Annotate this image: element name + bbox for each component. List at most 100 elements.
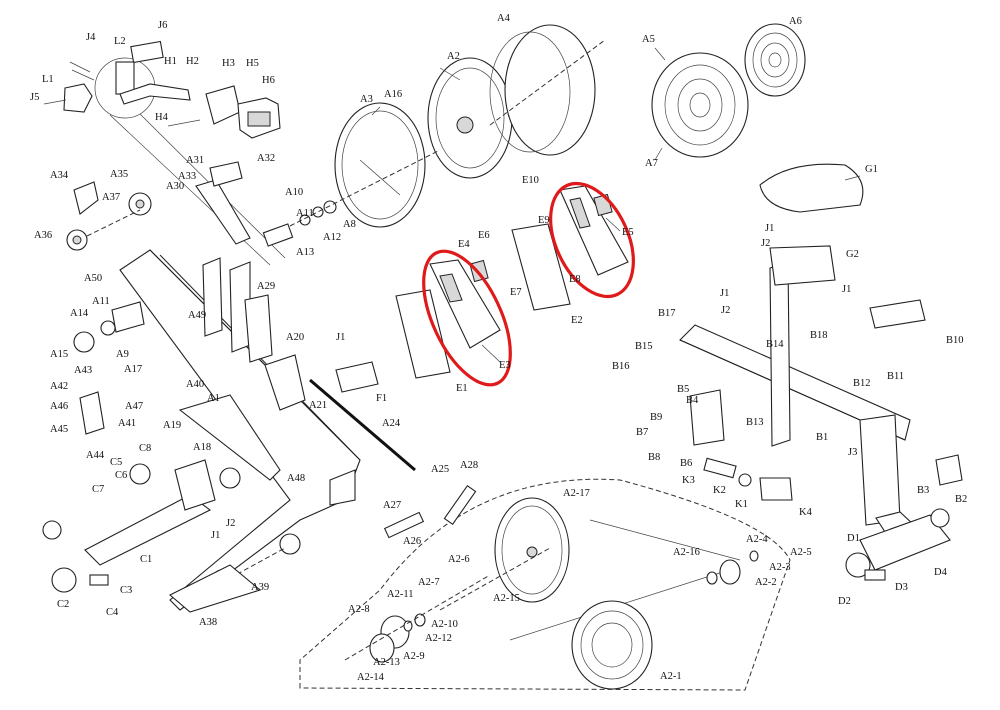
part-label-a2-15: A2-15 xyxy=(493,593,520,604)
part-label-a4: A4 xyxy=(497,13,511,24)
drive-belt xyxy=(309,378,416,472)
part-label-d3: D3 xyxy=(895,582,908,593)
part-label-c6: C6 xyxy=(115,470,127,481)
part-label-b3: B3 xyxy=(917,485,929,496)
part-label-a14: A14 xyxy=(70,308,89,319)
part-label-a2-8: A2-8 xyxy=(348,604,370,615)
part-label-e1: E1 xyxy=(456,383,468,394)
part-label-j1e: J1 xyxy=(720,288,729,299)
part-label-a27: A27 xyxy=(383,500,401,511)
part-label-a2-17: A2-17 xyxy=(563,488,590,499)
crank-plate-e2 xyxy=(511,223,571,311)
part-label-a2-5: A2-5 xyxy=(790,547,812,558)
fan-cover-a4 xyxy=(489,24,606,156)
highlight-pedal-e5 xyxy=(549,181,635,299)
part-label-a17: A17 xyxy=(124,364,142,375)
main-frame xyxy=(119,249,361,611)
part-label-a3: A3 xyxy=(360,94,373,105)
part-label-a2: A2 xyxy=(447,51,460,62)
part-label-h2: H2 xyxy=(186,56,199,67)
part-label-l1: L1 xyxy=(42,74,54,85)
part-label-a48: A48 xyxy=(287,473,305,484)
part-label-a12: A12 xyxy=(323,232,341,243)
part-label-a39: A39 xyxy=(251,582,269,593)
upper-wheels xyxy=(66,181,152,251)
part-label-c7: C7 xyxy=(92,484,104,495)
part-label-a2-16: A2-16 xyxy=(673,547,700,558)
part-label-b8: B8 xyxy=(648,452,660,463)
part-label-e7: E7 xyxy=(510,287,522,298)
part-label-b7: B7 xyxy=(636,427,648,438)
part-label-a18: A18 xyxy=(193,442,211,453)
axle-parts xyxy=(262,149,441,247)
part-label-a2-3: A2-3 xyxy=(769,562,791,573)
part-label-a47: A47 xyxy=(125,401,143,412)
shaft-a28 xyxy=(383,511,425,539)
part-label-a21: A21 xyxy=(309,400,327,411)
part-label-j1a: J1 xyxy=(765,223,774,234)
leader-lines xyxy=(371,47,861,363)
part-label-a2-11: A2-11 xyxy=(387,589,413,600)
part-label-e2: E2 xyxy=(571,315,583,326)
part-label-a36: A36 xyxy=(34,230,52,241)
part-label-a9: A9 xyxy=(116,349,129,360)
part-label-j2b: J2 xyxy=(226,518,235,529)
part-label-k1: K1 xyxy=(735,499,748,510)
part-label-a31: A31 xyxy=(186,155,204,166)
part-label-a34: A34 xyxy=(50,170,69,181)
part-label-a37: A37 xyxy=(102,192,120,203)
part-label-b14: B14 xyxy=(766,339,784,350)
part-label-a19: A19 xyxy=(163,420,181,431)
part-label-a16: A16 xyxy=(384,89,402,100)
part-label-j1c: J1 xyxy=(336,332,345,343)
part-label-a44: A44 xyxy=(86,450,105,461)
bumper-b2 xyxy=(935,454,963,486)
part-label-a20: A20 xyxy=(286,332,304,343)
part-label-a32: A32 xyxy=(257,153,275,164)
part-label-a7: A7 xyxy=(645,158,658,169)
part-label-j6: J6 xyxy=(158,20,167,31)
part-label-d4: D4 xyxy=(934,567,948,578)
part-label-a6: A6 xyxy=(789,16,802,27)
part-label-a43: A43 xyxy=(74,365,92,376)
fan-cover-a5 xyxy=(651,52,749,158)
part-label-e3: E3 xyxy=(499,360,511,371)
part-label-b13: B13 xyxy=(746,417,764,428)
part-label-c5: C5 xyxy=(110,457,122,468)
part-label-a45: A45 xyxy=(50,424,68,435)
part-label-l2: L2 xyxy=(114,36,126,47)
bracket-k1 xyxy=(759,477,793,501)
part-label-d2: D2 xyxy=(838,596,851,607)
part-label-j5: J5 xyxy=(30,92,39,103)
flywheel-disc xyxy=(494,497,741,641)
part-label-a2-12: A2-12 xyxy=(425,633,452,644)
front-foot xyxy=(42,459,301,613)
part-label-k3: K3 xyxy=(682,475,695,486)
part-label-e10: E10 xyxy=(522,175,539,186)
handle-grip xyxy=(209,161,243,187)
part-label-a46: A46 xyxy=(50,401,68,412)
part-label-a24: A24 xyxy=(382,418,401,429)
part-label-h3: H3 xyxy=(222,58,235,69)
part-label-h5: H5 xyxy=(246,58,259,69)
part-label-a33: A33 xyxy=(178,171,196,182)
part-label-a10: A10 xyxy=(285,187,303,198)
crank-f1 xyxy=(335,361,379,393)
part-label-c4: C4 xyxy=(106,607,119,618)
part-label-a26: A26 xyxy=(403,536,421,547)
handle-bar xyxy=(195,179,251,245)
part-label-a40: A40 xyxy=(186,379,204,390)
part-label-j2c: J2 xyxy=(721,305,730,316)
part-label-c1: C1 xyxy=(140,554,152,565)
part-label-j1d: J1 xyxy=(211,530,220,541)
part-label-b5: B5 xyxy=(677,384,689,395)
knob-k2 xyxy=(738,473,752,487)
part-label-g2: G2 xyxy=(846,249,859,260)
seat xyxy=(759,163,864,213)
part-label-h1: H1 xyxy=(164,56,177,67)
pedal-right-e5 xyxy=(559,185,629,276)
crank-plate-e1 xyxy=(395,289,451,379)
part-label-b11: B11 xyxy=(887,371,904,382)
